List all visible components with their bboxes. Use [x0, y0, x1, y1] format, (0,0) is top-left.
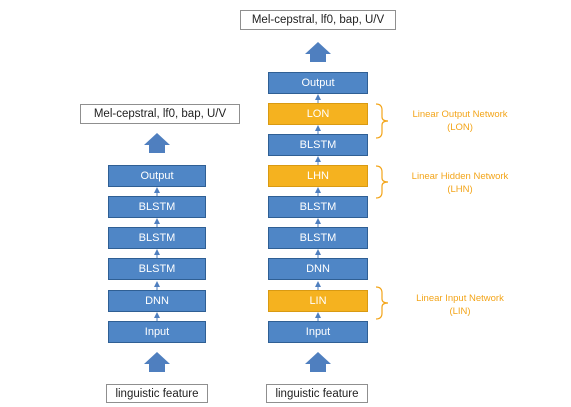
- annotation-lon-title: Linear Output Network: [412, 109, 508, 120]
- right-input-features-box: linguistic feature: [266, 384, 368, 403]
- brace-lon: [375, 103, 389, 139]
- right-layer-blstm-1: BLSTM: [268, 227, 368, 249]
- left-input-features-box: linguistic feature: [106, 384, 208, 403]
- left-layer-blstm-2: BLSTM: [108, 227, 206, 249]
- left-layer-output: Output: [108, 165, 206, 187]
- annotation-lhn: Linear Hidden Network (LHN): [395, 170, 525, 196]
- block-arrows: [144, 42, 331, 372]
- right-layer-blstm-3: BLSTM: [268, 134, 368, 156]
- left-layer-input: Input: [108, 321, 206, 343]
- right-output-features-box: Mel-cepstral, lf0, bap, U/V: [240, 10, 396, 30]
- right-input-block-arrow: [305, 352, 331, 372]
- right-layer-lin: LIN: [268, 290, 368, 312]
- annotation-lin: Linear Input Network (LIN): [395, 292, 525, 318]
- annotation-lhn-title: Linear Hidden Network: [411, 171, 509, 182]
- right-layer-input: Input: [268, 321, 368, 343]
- left-layer-dnn: DNN: [108, 290, 206, 312]
- annotation-braces: [375, 103, 389, 320]
- annotation-lon: Linear Output Network (LON): [395, 108, 525, 134]
- right-layer-blstm-2: BLSTM: [268, 196, 368, 218]
- right-layer-dnn: DNN: [268, 258, 368, 280]
- annotation-lin-title: Linear Input Network: [416, 293, 504, 304]
- right-output-block-arrow: [305, 42, 331, 62]
- brace-lin: [375, 286, 389, 320]
- annotation-lhn-abbr: (LHN): [447, 184, 473, 195]
- right-layer-output: Output: [268, 72, 368, 94]
- left-output-block-arrow: [144, 133, 170, 153]
- left-layer-blstm-1: BLSTM: [108, 258, 206, 280]
- annotation-lon-abbr: (LON): [447, 122, 473, 133]
- brace-lhn: [375, 165, 389, 199]
- left-output-features-box: Mel-cepstral, lf0, bap, U/V: [80, 104, 240, 124]
- right-layer-lon: LON: [268, 103, 368, 125]
- left-layer-blstm-3: BLSTM: [108, 196, 206, 218]
- right-layer-lhn: LHN: [268, 165, 368, 187]
- left-input-block-arrow: [144, 352, 170, 372]
- annotation-lin-abbr: (LIN): [449, 306, 471, 317]
